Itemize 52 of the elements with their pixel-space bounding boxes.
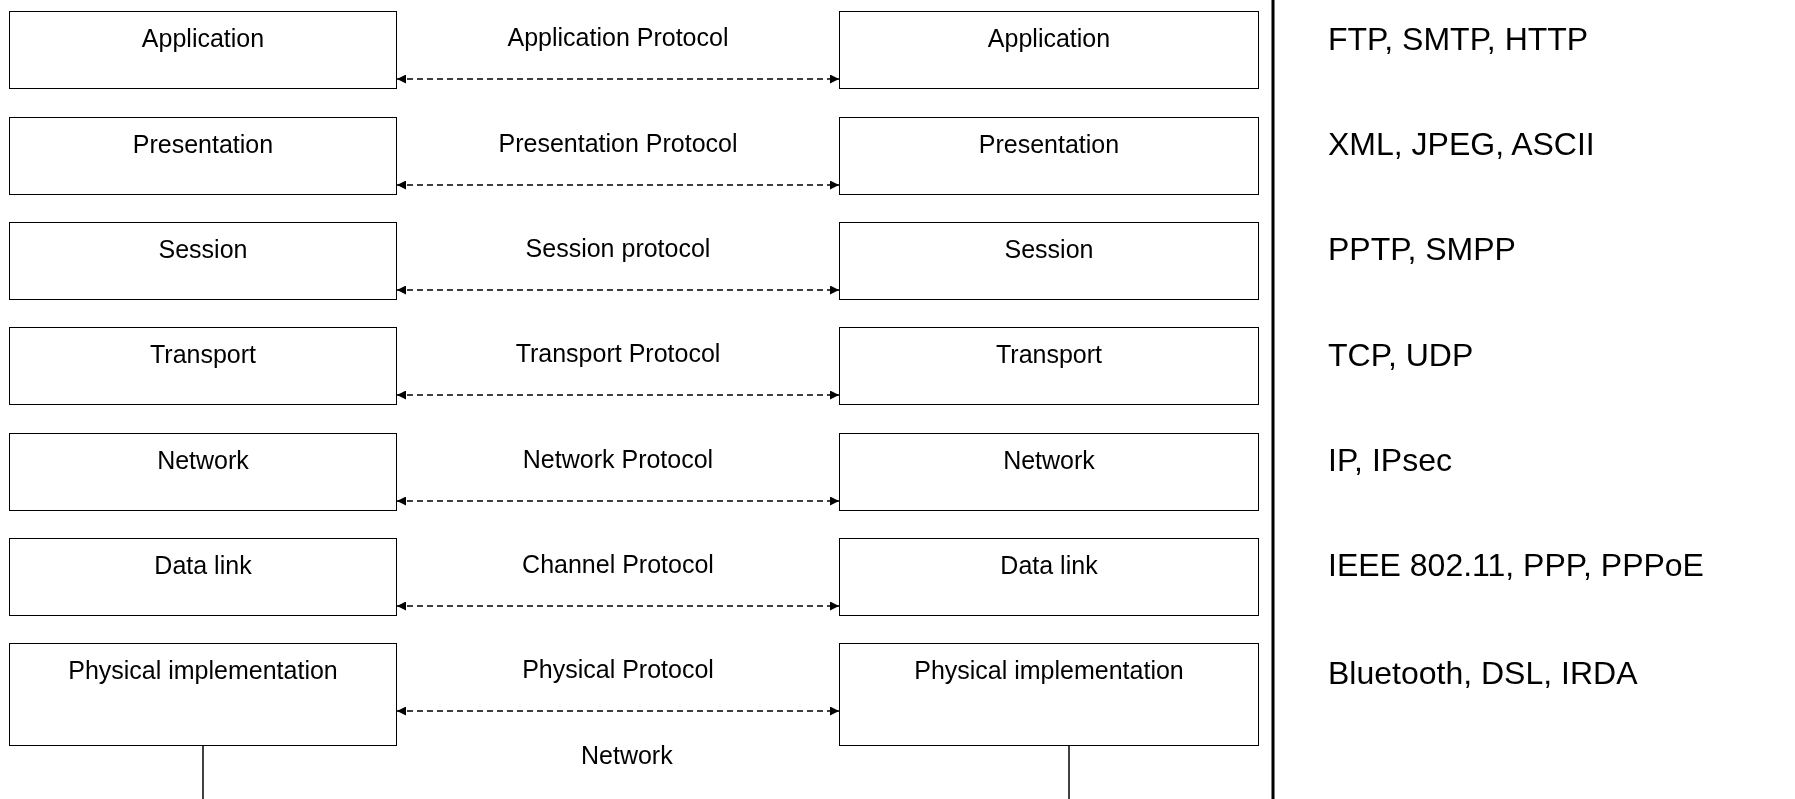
edge-label: Network Protocol bbox=[522, 445, 714, 473]
edge-label: Channel Protocol bbox=[522, 550, 714, 578]
layer-box bbox=[9, 538, 397, 616]
layer-label: Physical implementation bbox=[913, 656, 1185, 684]
layer-box bbox=[9, 433, 397, 511]
layer-label: Presentation bbox=[131, 130, 275, 158]
protocol-list: XML, JPEG, ASCII bbox=[1328, 127, 1595, 161]
arrow bbox=[396, 601, 840, 611]
protocol-list: TCP, UDP bbox=[1328, 338, 1474, 372]
arrow bbox=[396, 390, 840, 400]
arrow bbox=[396, 706, 840, 716]
edge-label: Transport Protocol bbox=[515, 339, 721, 367]
arrow bbox=[396, 74, 840, 84]
layer-label: Session bbox=[1003, 235, 1095, 263]
layer-box bbox=[9, 643, 397, 746]
layer-box bbox=[839, 327, 1259, 405]
layer-label: Application bbox=[986, 24, 1112, 52]
arrow bbox=[396, 496, 840, 506]
edge-label: Application Protocol bbox=[507, 23, 729, 51]
protocol-list: PPTP, SMPP bbox=[1328, 232, 1516, 266]
layer-box bbox=[839, 433, 1259, 511]
connector-line bbox=[1068, 745, 1070, 799]
layer-label: Application bbox=[140, 24, 266, 52]
layer-box bbox=[839, 643, 1259, 746]
layer-label: Data link bbox=[999, 551, 1099, 579]
edge-label: Physical Protocol bbox=[522, 655, 714, 683]
layer-label: Transport bbox=[148, 340, 258, 368]
network-label: Network bbox=[581, 741, 673, 769]
protocol-list: IEEE 802.11, PPP, PPPoE bbox=[1328, 548, 1704, 582]
layer-box bbox=[9, 117, 397, 195]
layer-box bbox=[839, 222, 1259, 300]
layer-box bbox=[839, 538, 1259, 616]
layer-label: Transport bbox=[994, 340, 1104, 368]
layer-box bbox=[9, 327, 397, 405]
layer-label: Session bbox=[157, 235, 249, 263]
layer-label: Physical implementation bbox=[67, 656, 339, 684]
edge-label: Presentation Protocol bbox=[498, 129, 738, 157]
layer-box bbox=[9, 222, 397, 300]
layer-box bbox=[839, 11, 1259, 89]
layer-box bbox=[9, 11, 397, 89]
arrow bbox=[396, 285, 840, 295]
protocol-list: IP, IPsec bbox=[1328, 443, 1452, 477]
connector-line bbox=[202, 745, 204, 799]
layer-label: Presentation bbox=[977, 130, 1121, 158]
edge-label: Session protocol bbox=[525, 234, 711, 262]
arrow bbox=[396, 180, 840, 190]
layer-label: Data link bbox=[153, 551, 253, 579]
layer-label: Network bbox=[156, 446, 250, 474]
layer-box bbox=[839, 117, 1259, 195]
protocol-list: Bluetooth, DSL, IRDA bbox=[1328, 656, 1638, 690]
protocol-list: FTP, SMTP, HTTP bbox=[1328, 22, 1589, 56]
layer-label: Network bbox=[1002, 446, 1096, 474]
